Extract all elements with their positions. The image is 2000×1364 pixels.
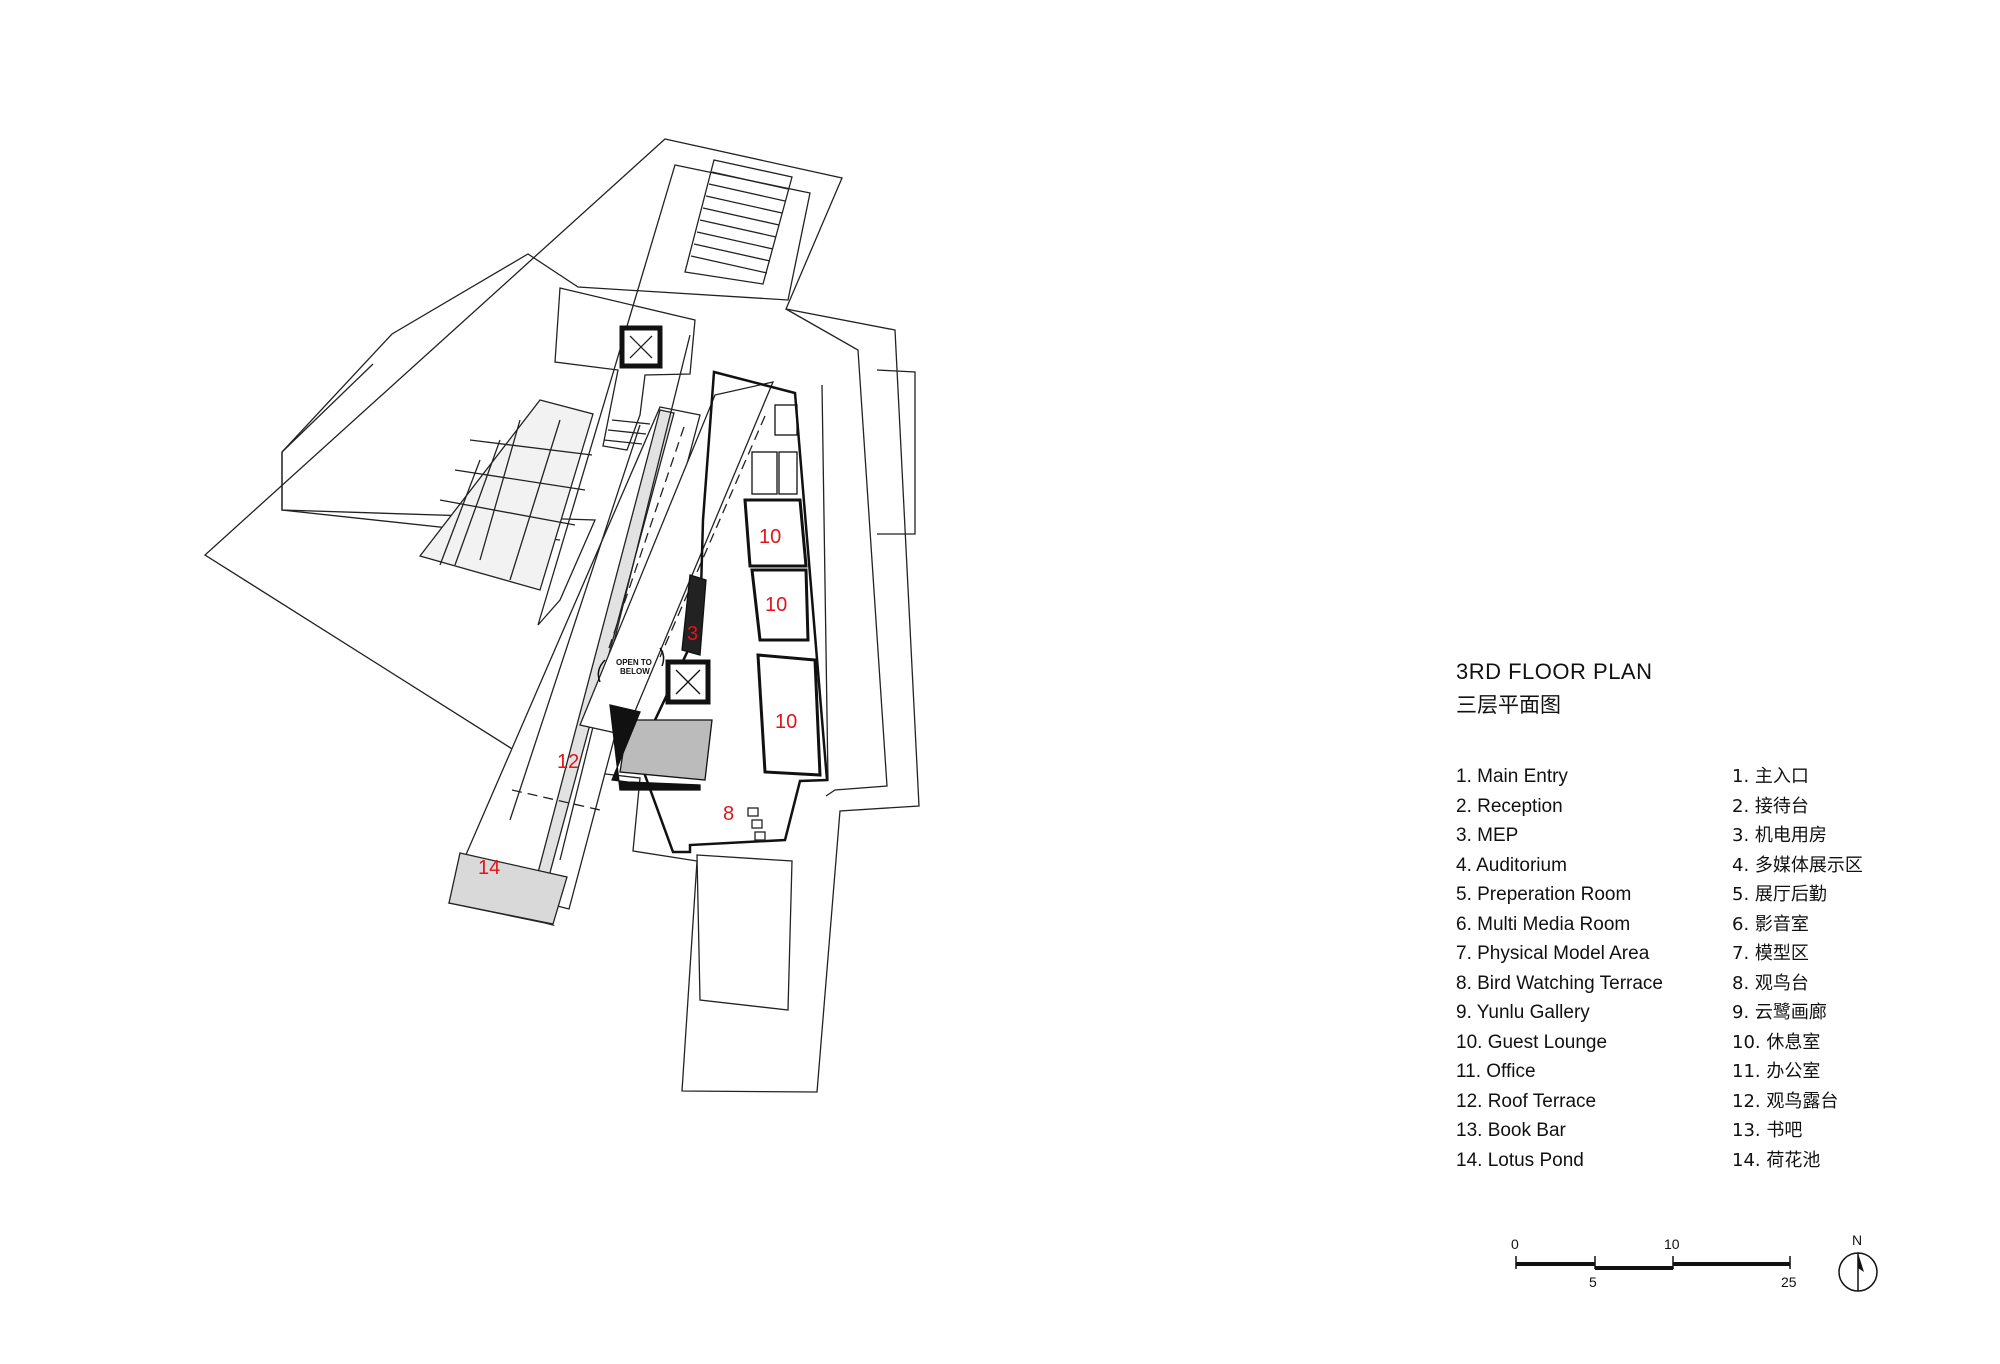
legend-item: 6. Multi Media Room <box>1456 913 1631 935</box>
open-to-below-note: BELOW <box>620 667 650 676</box>
room-label-mep: 3 <box>687 623 698 645</box>
legend-item: 1. Main Entry <box>1456 766 1568 787</box>
room-label-lotus-pond: 14 <box>478 857 500 879</box>
open-to-below-note: OPEN TO <box>616 658 652 667</box>
legend-item-cn: 14. 荷花池 <box>1732 1149 1821 1171</box>
plan-title: 3RD FLOOR PLAN <box>1456 659 1653 684</box>
legend-item-cn: 9. 云鹭画廊 <box>1732 1002 1827 1023</box>
legend-item: 7. Physical Model Area <box>1456 943 1650 964</box>
legend-item-cn: 6. 影音室 <box>1732 913 1809 935</box>
legend-item-cn: 5. 展厅后勤 <box>1732 884 1827 905</box>
legend-item-cn: 3. 机电用房 <box>1732 825 1827 846</box>
terrace-inner-outline <box>281 164 811 626</box>
legend-item: 14. Lotus Pond <box>1456 1149 1584 1171</box>
central-core <box>609 574 713 791</box>
room-label-roof-terrace: 12 <box>557 751 579 773</box>
terrace-furniture <box>747 807 766 841</box>
room-label-guest-lounge: 10 <box>775 711 797 733</box>
legend-item-cn: 7. 模型区 <box>1732 943 1809 964</box>
scale-tick-5: 5 <box>1589 1274 1597 1290</box>
room-label-bird-terrace: 8 <box>723 803 734 825</box>
legend-item: 5. Preperation Room <box>1456 884 1632 905</box>
roof-outline <box>203 138 920 1093</box>
legend-item: 11. Office <box>1456 1061 1536 1082</box>
restrooms <box>751 404 798 495</box>
plan-title-cn: 三层平面图 <box>1456 693 1561 717</box>
scale-tick-10: 10 <box>1664 1236 1680 1252</box>
top-stair-strips <box>684 159 793 285</box>
legend-item: 10. Guest Lounge <box>1456 1031 1608 1053</box>
room-label-guest-lounge: 10 <box>765 594 787 616</box>
legend-item: 8. Bird Watching Terrace <box>1456 972 1663 994</box>
lotus-pond <box>448 852 568 925</box>
legend-item-cn: 10. 休息室 <box>1732 1031 1821 1053</box>
legend-item: 9. Yunlu Gallery <box>1456 1002 1590 1023</box>
legend-item-cn: 8. 观鸟台 <box>1732 972 1809 994</box>
scale-bar <box>1515 1256 1791 1270</box>
legend-item-cn: 13. 书吧 <box>1732 1120 1803 1141</box>
north-label: N <box>1852 1232 1862 1248</box>
north-arrow: N <box>1838 1232 1878 1292</box>
legend-item: 2. Reception <box>1456 795 1563 817</box>
room-label-guest-lounge: 10 <box>759 526 781 548</box>
legend-chinese: 1. 主入口 2. 接待台 3. 机电用房 4. 多媒体展示区 5. 展厅后勤 … <box>1732 762 1863 1175</box>
north-core <box>554 287 696 451</box>
legend-item-cn: 12. 观鸟露台 <box>1732 1090 1839 1112</box>
legend-item-cn: 2. 接待台 <box>1732 795 1809 817</box>
legend-item: 4. Auditorium <box>1456 854 1567 876</box>
legend-item-cn: 1. 主入口 <box>1732 766 1809 787</box>
guest-lounge-rooms <box>743 498 822 777</box>
legend-item-cn: 4. 多媒体展示区 <box>1732 854 1863 876</box>
legend-item: 12. Roof Terrace <box>1456 1090 1597 1112</box>
legend-item-cn: 11. 办公室 <box>1732 1061 1821 1082</box>
legend-english: 1. Main Entry 2. Reception 3. MEP 4. Aud… <box>1456 762 1663 1175</box>
legend-item: 3. MEP <box>1456 825 1519 846</box>
scale-tick-25: 25 <box>1781 1274 1797 1290</box>
south-extension <box>696 854 793 1011</box>
skylight-grid <box>418 399 594 591</box>
legend-item: 13. Book Bar <box>1456 1120 1566 1141</box>
scale-tick-0: 0 <box>1511 1236 1519 1252</box>
